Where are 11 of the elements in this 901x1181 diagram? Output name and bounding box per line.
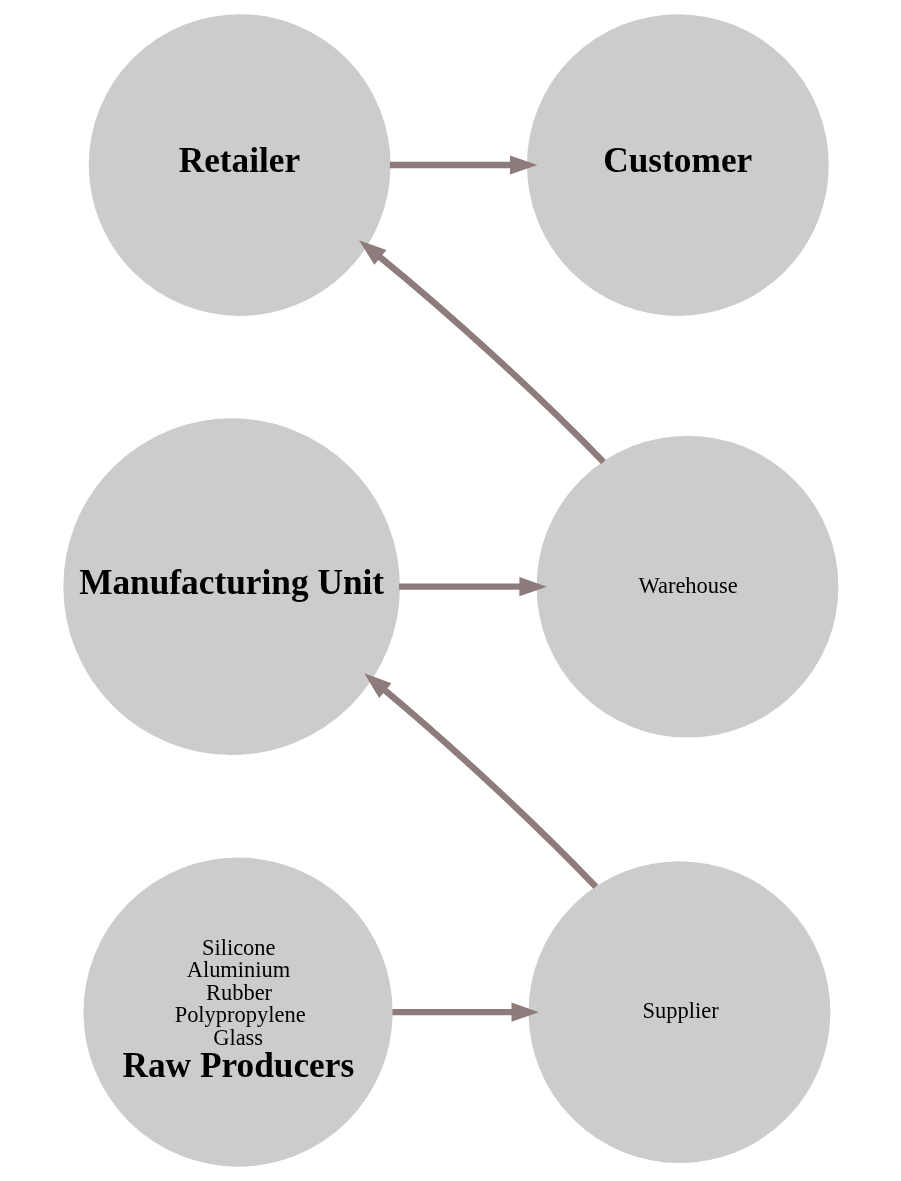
node-circle: Customer xyxy=(526,14,829,316)
arrow xyxy=(363,673,598,889)
node-circle: Warehouse xyxy=(536,435,838,738)
node-circle: Silicone Aluminium Rubber Polypropylene Glass Raw Producers xyxy=(83,857,393,1167)
node-circle: Supplier xyxy=(528,861,830,1164)
arrow xyxy=(358,240,606,465)
arrow xyxy=(389,155,537,175)
node-circle: Manufacturing Unit xyxy=(62,418,400,755)
arrow xyxy=(391,1002,539,1022)
arrow xyxy=(398,577,547,597)
node-circle: Retailer xyxy=(88,14,391,316)
